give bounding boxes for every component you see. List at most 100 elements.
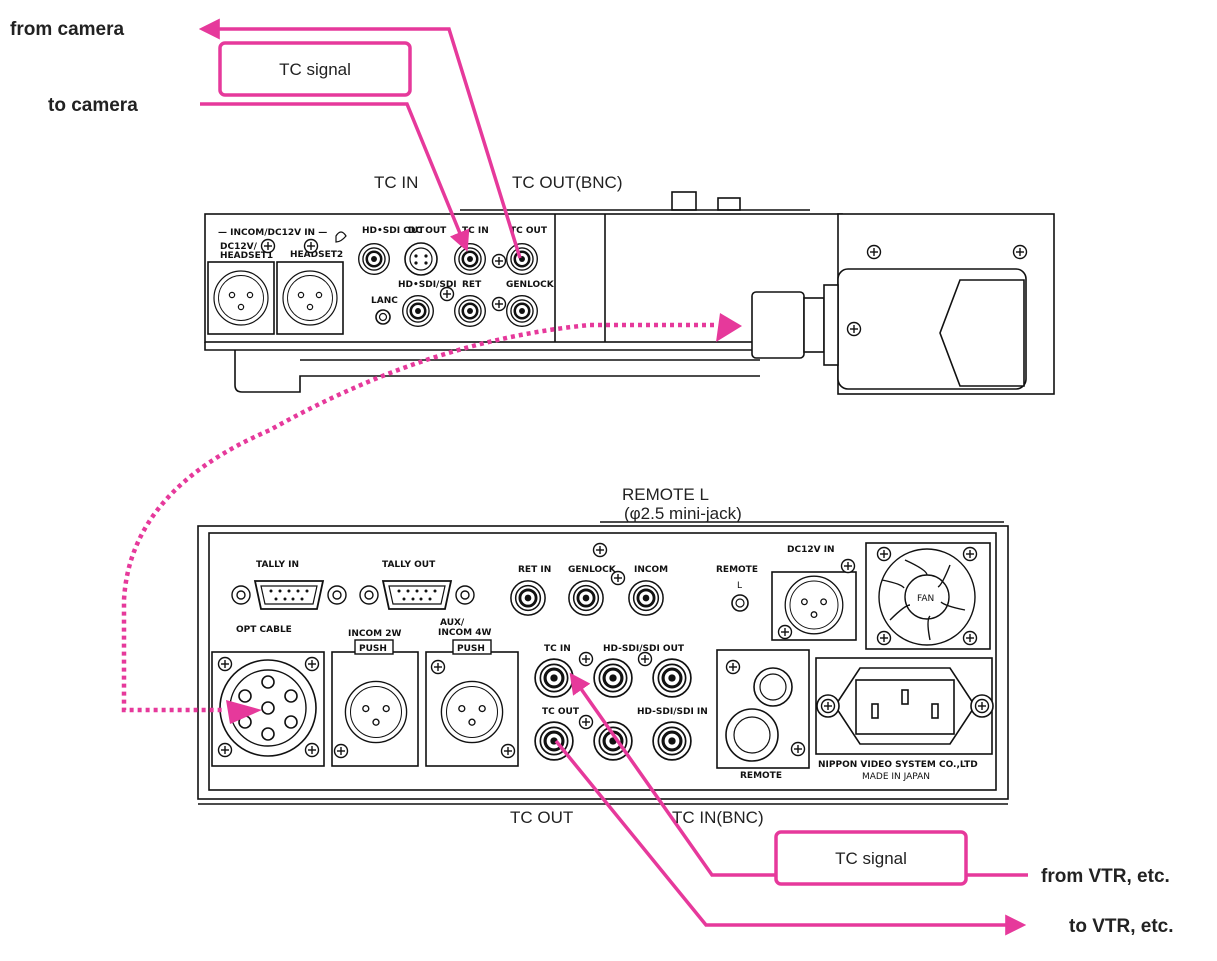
tc-signal-label-top: TC signal: [279, 60, 351, 79]
tc-signal-label-bottom: TC signal: [835, 849, 907, 868]
hd-sdi-sdi-bnc: [401, 294, 435, 328]
screw-icon: [217, 742, 233, 758]
tc-signal-box-bottom: [774, 830, 968, 886]
screw-icon: [304, 656, 320, 672]
incom-label: INCOM: [634, 565, 668, 575]
hd-sdi-sdi-in-label: HD-SDI/SDI IN: [637, 707, 708, 717]
camera-unit: [204, 191, 1055, 395]
maker-label: NIPPON VIDEO SYSTEM CO.,LTD: [818, 760, 978, 770]
screw-icon: [491, 253, 507, 269]
screw-icon: [500, 743, 516, 759]
remote-l-sub-caption: (φ2.5 mini-jack): [624, 504, 742, 523]
screw-icon: [790, 741, 806, 757]
screw-icon: [333, 743, 349, 759]
hd-sdi-sdi-label: HD•SDI/SDI: [398, 280, 457, 290]
dc12v-in-label: DC12V IN: [787, 545, 835, 555]
push-label-1: PUSH: [359, 644, 387, 654]
screw-icon: [846, 321, 862, 337]
screw-icon: [610, 570, 626, 586]
screw-icon: [840, 558, 856, 574]
remote-bottom-label: REMOTE: [740, 771, 782, 781]
aux-incom-4w-xlr: [440, 680, 504, 744]
ccu-tc-out-caption: TC OUT: [510, 808, 573, 827]
screw-icon: [439, 286, 455, 302]
hd-sdi-out-bnc: [357, 242, 391, 276]
screw-icon: [962, 546, 978, 562]
from-camera-label: from camera: [10, 19, 124, 40]
screw-icon: [1012, 244, 1028, 260]
push-label-2: PUSH: [457, 644, 485, 654]
screw-icon: [974, 698, 990, 714]
genlock-panel-label: GENLOCK: [506, 280, 555, 290]
fan-icon: [878, 548, 976, 646]
ccu-tc-out-panel-label: TC OUT: [542, 707, 580, 717]
screw-icon: [777, 624, 793, 640]
hd-sdi-out-bnc-1: [592, 657, 634, 699]
ccu-tc-in-bnc: [533, 657, 575, 699]
ccu-tc-in-label: TC IN: [544, 644, 571, 654]
ccu-genlock-bnc: [567, 579, 605, 617]
screw-icon: [578, 651, 594, 667]
incom-dc12v-header: — INCOM/DC12V IN —: [218, 228, 327, 238]
headset2-label: HEADSET2: [290, 250, 343, 260]
camera-tc-in-bnc: [453, 242, 487, 276]
screw-icon: [578, 714, 594, 730]
screw-icon: [725, 659, 741, 675]
from-vtr-label: from VTR, etc.: [1041, 866, 1170, 887]
genlock-bnc: [505, 294, 539, 328]
hd-sdi-sdi-out-label: HD-SDI/SDI OUT: [603, 644, 685, 654]
hd-sdi-out-label: HD•SDI OUT: [362, 226, 425, 236]
screw-icon: [962, 630, 978, 646]
headset2-xlr-connector: [282, 270, 338, 326]
dc12v-headset1-label-line2: HEADSET1: [220, 251, 273, 261]
tc-in-panel-label: TC IN: [462, 226, 489, 236]
screw-icon: [592, 542, 608, 558]
tc-signal-box-top: [218, 41, 412, 97]
dc12v-headset1-label: DC12V/: [220, 242, 258, 252]
ret-bnc: [453, 294, 487, 328]
ret-in-label: RET IN: [518, 565, 551, 575]
screw-icon: [304, 742, 320, 758]
screw-icon: [491, 296, 507, 312]
aux-incom-4w-label: AUX/: [440, 618, 465, 628]
camera-tc-out-bnc: [505, 242, 539, 276]
hd-sdi-in-bnc-2: [651, 720, 693, 762]
to-camera-label: to camera: [48, 95, 138, 116]
camera-tc-in-caption: TC IN: [374, 173, 418, 192]
screw-icon: [876, 630, 892, 646]
remote-l-caption: REMOTE L: [622, 485, 709, 504]
hd-sdi-out-bnc-2: [651, 657, 693, 699]
opt-arrow-icon: [226, 700, 262, 724]
screw-icon: [260, 238, 276, 254]
screw-icon: [430, 659, 446, 675]
screw-icon: [637, 651, 653, 667]
incom-2w-label: INCOM 2W: [348, 629, 401, 639]
headset-icon: [335, 231, 347, 243]
tc-out-panel-label: TC OUT: [510, 226, 548, 236]
tally-in-label: TALLY IN: [256, 560, 299, 570]
ccu-connector-panel: TALLY IN TALLY OUT RET IN GENLOCK INCOM …: [217, 542, 994, 782]
opt-cable-label: OPT CABLE: [236, 625, 292, 635]
screw-icon: [876, 546, 892, 562]
lanc-label: LANC: [371, 296, 398, 306]
incom-bnc: [627, 579, 665, 617]
screw-icon: [820, 698, 836, 714]
ret-panel-label: RET: [462, 280, 482, 290]
camera-tc-out-bnc-caption: TC OUT(BNC): [512, 173, 622, 192]
ac-inlet: [816, 667, 994, 745]
incom-2w-xlr: [344, 680, 408, 744]
ccu-tc-in-bnc-caption: TC IN(BNC): [672, 808, 764, 827]
fan-label: FAN: [917, 594, 934, 604]
dc-out-label: DC OUT: [408, 226, 447, 236]
remote-top-label: REMOTE: [716, 565, 758, 575]
made-in-label: MADE IN JAPAN: [862, 772, 930, 782]
dc12v-in-xlr: [784, 575, 844, 635]
screw-icon: [303, 238, 319, 254]
headset1-xlr-connector: [213, 270, 269, 326]
to-camera-line: [200, 102, 470, 252]
tally-out-label: TALLY OUT: [382, 560, 436, 570]
to-vtr-label: to VTR, etc.: [1069, 916, 1174, 937]
ret-in-bnc: [509, 579, 547, 617]
screw-icon: [217, 656, 233, 672]
